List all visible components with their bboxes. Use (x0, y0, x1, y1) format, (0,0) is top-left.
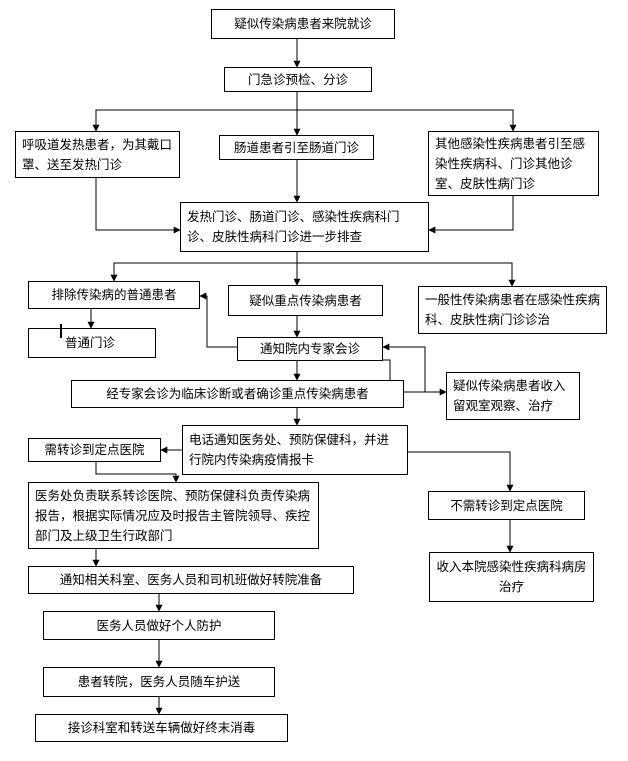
respiratory-fever-patient-box: 呼吸道发热患者，为其戴口罩、送至发热门诊 (15, 131, 180, 178)
phone-notification-text: 电话通知医务处、预防保健科，并进行院内传染病疫情报卡 (189, 432, 390, 467)
arrow-triage-to-other (297, 109, 517, 132)
expert-consultation-text: 通知院内专家会诊 (259, 341, 360, 356)
transfer-escort-text: 患者转院，医务人员随车护送 (77, 674, 241, 689)
respiratory-fever-patient-text: 呼吸道发热患者，为其戴口罩、送至发热门诊 (22, 136, 173, 172)
arrow-other-to-screening (428, 196, 514, 234)
excluded-normal-patient-text: 排除传染病的普通患者 (51, 287, 177, 302)
contact-and-report-text: 医务处负责联系转诊医院、预防保健科负责传染病报告，根据实际情况应及时报告主管院领… (35, 487, 311, 543)
admit-infectious-ward-text: 收入本院感染性疾病科病房治疗 (436, 559, 587, 594)
prepare-transfer-box: 通知相关科室、医务人员和司机班做好转院准备 (28, 566, 354, 594)
arrow-respiratory-to-screening (95, 178, 181, 234)
suspected-key-disease-text: 疑似重点传染病患者 (249, 292, 362, 308)
terminal-disinfection-box: 接诊科室和转送车辆做好终末消毒 (35, 714, 288, 742)
arrow-need-transfer-to-report (95, 462, 180, 483)
arrow-triage-to-respiratory (92, 109, 297, 132)
other-infectious-patient-text: 其他感染性疾病患者引至感染性疾病科、门诊其他诊室、皮肤性病门诊 (435, 135, 586, 191)
transfer-escort-box: 患者转院，医务人员随车护送 (43, 667, 275, 697)
arrow-screening-to-general (297, 262, 516, 287)
general-infectious-treatment-text: 一般性传染病患者在感染性疾病科、皮肤性病门诊诊治 (425, 292, 601, 327)
expert-consultation-box: 通知院内专家会诊 (237, 337, 383, 361)
arrow-screening-to-excluded (110, 262, 297, 282)
normal-clinic-text: 普通门诊 (65, 335, 116, 350)
terminal-disinfection-text: 接诊科室和转送车辆做好终末消毒 (67, 720, 256, 735)
triage-text: 门急诊预检、分诊 (247, 71, 348, 87)
intestinal-patient-box: 肠道患者引至肠道门诊 (219, 135, 374, 160)
need-transfer-box: 需转诊到定点医院 (28, 438, 161, 462)
expert-diagnosis-box: 经专家会诊为临床诊断或者确诊重点传染病患者 (71, 380, 404, 408)
intestinal-patient-text: 肠道患者引至肠道门诊 (233, 139, 359, 155)
observation-ward-text: 疑似传染病患者收入留观室观察、治疗 (453, 378, 566, 413)
no-transfer-text: 不需转诊到定点医院 (450, 497, 563, 513)
general-infectious-treatment-box: 一般性传染病患者在感染性疾病科、皮肤性病门诊诊治 (418, 286, 607, 334)
observation-ward-box: 疑似传染病患者收入留观室观察、治疗 (446, 372, 580, 420)
contact-and-report-box: 医务处负责联系转诊医院、预防保健科负责传染病报告，根据实际情况应及时报告主管院领… (28, 482, 319, 549)
further-screening-text: 发热门诊、肠道门诊、感染性疾病科门诊、皮肤性病科门诊进一步排查 (187, 209, 400, 244)
arrow-consult-to-observation (383, 359, 447, 396)
need-transfer-text: 需转诊到定点医院 (44, 442, 145, 457)
phone-notification-box: 电话通知医务处、预防保健科，并进行院内传染病疫情报卡 (182, 425, 408, 475)
text-cursor (60, 324, 62, 338)
triage-box: 门急诊预检、分诊 (224, 67, 372, 92)
suspected-patient-arrival-box: 疑似传染病患者来院就诊 (211, 9, 395, 39)
no-transfer-box: 不需转诊到定点医院 (428, 491, 585, 520)
personal-protection-box: 医务人员做好个人防护 (43, 611, 275, 640)
other-infectious-patient-box: 其他感染性疾病患者引至感染性疾病科、门诊其他诊室、皮肤性病门诊 (428, 131, 599, 196)
normal-clinic-box: 普通门诊 (28, 328, 156, 358)
arrow-consult-to-excluded (199, 292, 237, 348)
arrow-phone-to-no-transfer (408, 451, 514, 492)
excluded-normal-patient-box: 排除传染病的普通患者 (28, 281, 200, 309)
suspected-key-disease-box: 疑似重点传染病患者 (228, 285, 383, 316)
further-screening-box: 发热门诊、肠道门诊、感染性疾病科门诊、皮肤性病科门诊进一步排查 (180, 202, 429, 252)
prepare-transfer-text: 通知相关科室、医务人员和司机班做好转院准备 (59, 572, 323, 587)
suspected-patient-arrival-text: 疑似传染病患者来院就诊 (234, 16, 372, 31)
expert-diagnosis-text: 经专家会诊为临床诊断或者确诊重点传染病患者 (106, 386, 369, 401)
personal-protection-text: 医务人员做好个人防护 (96, 617, 222, 633)
admit-infectious-ward-box: 收入本院感染性疾病科病房治疗 (429, 552, 594, 602)
